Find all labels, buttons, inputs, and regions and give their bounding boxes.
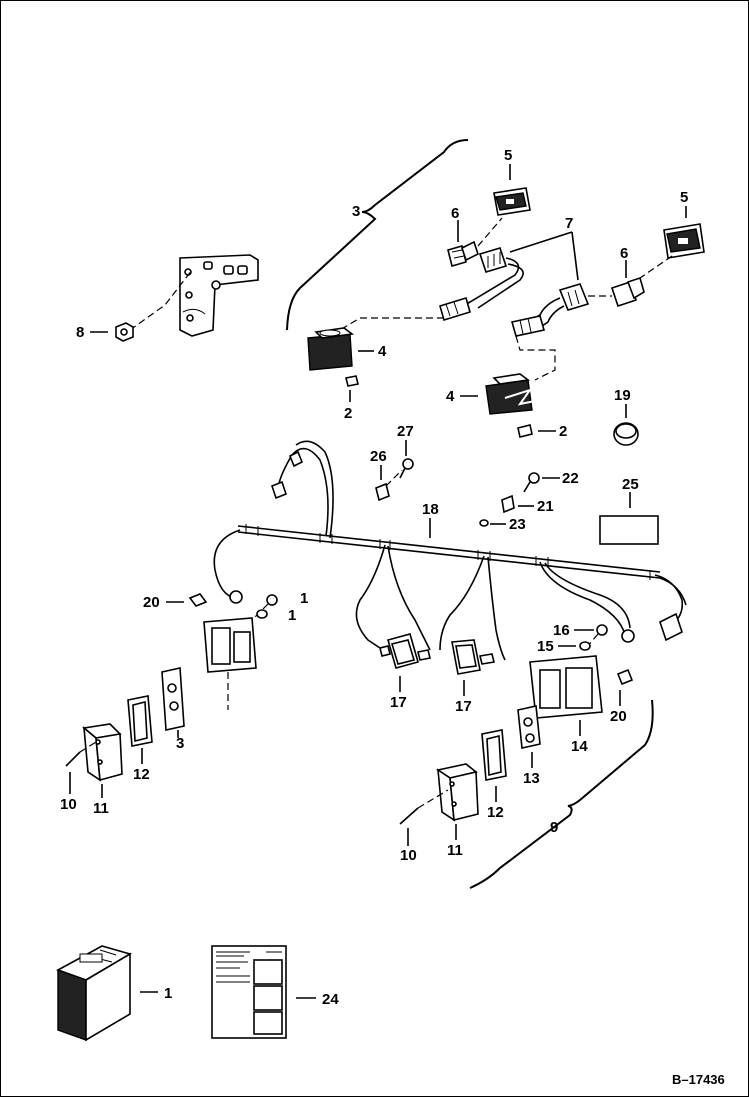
bracket-plate [179, 254, 259, 337]
callout-12-left: 12 [133, 766, 150, 783]
part-8-nut [115, 322, 134, 342]
part-4-flasher-left [307, 327, 355, 371]
callout-27: 27 [397, 423, 414, 440]
callout-13-left: 3 [176, 735, 184, 752]
part-20-bulb-left [188, 593, 208, 607]
part-12-gasket-right [481, 729, 507, 781]
callout-12-right: 12 [487, 804, 504, 821]
part-6-plug-left [447, 240, 479, 267]
callout-11-right: 11 [447, 842, 463, 859]
callout-23: 23 [509, 516, 526, 533]
part-1-washer-left [256, 609, 268, 619]
callout-3: 3 [352, 203, 360, 220]
part-19-grommet [613, 422, 639, 446]
callout-4-lower: 4 [446, 388, 455, 405]
callout-1-lower: 1 [288, 607, 296, 624]
callout-25: 25 [622, 476, 639, 493]
callout-11-left: 11 [93, 800, 109, 817]
callout-2-upper: 2 [344, 405, 352, 422]
callout-7: 7 [565, 215, 573, 232]
callout-10-left: 10 [60, 796, 77, 813]
callout-21: 21 [537, 498, 554, 515]
callout-5-left: 5 [504, 147, 512, 164]
drawing-reference-number: B–17436 [672, 1072, 725, 1087]
callout-5-right: 5 [680, 189, 688, 206]
part-21-clamp [501, 494, 515, 514]
part-14-housing-right [529, 655, 603, 719]
callout-labels: 5 5 3 6 7 6 8 4 2 4 2 19 27 26 22 25 21 … [60, 147, 725, 1087]
part-26-clamp [375, 482, 390, 502]
part-5-lamp-right [663, 223, 705, 259]
part-14-housing-left [203, 617, 257, 673]
part-4-flasher-right [485, 373, 541, 415]
callout-1-upper: 1 [300, 590, 308, 607]
part-6-plug-right [610, 276, 645, 308]
callout-10-right: 10 [400, 847, 417, 864]
part-2-bulb-lower [517, 424, 533, 438]
callout-6-left: 6 [451, 205, 459, 222]
callout-18: 18 [422, 501, 439, 518]
part-11-lens-right [435, 763, 479, 822]
part-20-bulb-right [616, 668, 634, 686]
leader-lines [69, 164, 687, 999]
part-25-decal [599, 515, 659, 545]
callout-6-right: 6 [620, 245, 628, 262]
part-10-screw-left [65, 741, 97, 767]
callout-8: 8 [76, 324, 84, 341]
callout-9: 9 [550, 819, 558, 836]
part-7-connector-right [558, 283, 590, 311]
callout-2-lower: 2 [559, 423, 567, 440]
part-7-connector-left [478, 247, 508, 273]
part-13-socket-left [161, 667, 185, 731]
callout-1-kit: 1 [164, 985, 172, 1002]
callout-17-left: 17 [390, 694, 407, 711]
callout-20-left: 20 [143, 594, 160, 611]
part-17-lamp-right [451, 639, 495, 675]
part-12-gasket-left [127, 695, 153, 747]
part-24-instructions-sheet [211, 945, 287, 1039]
callout-24: 24 [322, 991, 339, 1008]
part-13-socket-right [517, 705, 541, 749]
callout-26: 26 [370, 448, 387, 465]
brace-3 [286, 139, 469, 331]
brace-9 [469, 699, 654, 889]
part-27-screw [399, 458, 414, 479]
callout-22: 22 [562, 470, 579, 487]
callout-17-right: 17 [455, 698, 472, 715]
callout-14: 14 [571, 738, 588, 755]
callout-4-upper: 4 [378, 343, 387, 360]
callout-15: 15 [537, 638, 554, 655]
part-11-lens-left [82, 723, 123, 782]
part-2-bulb-upper [345, 375, 359, 387]
part-1-kit-box [56, 945, 133, 1042]
part-15-washer-right [579, 641, 591, 651]
callout-19: 19 [614, 387, 631, 404]
callout-20-right: 20 [610, 708, 627, 725]
part-5-lamp-left [493, 187, 531, 216]
part-10-screw-right [399, 789, 449, 825]
part-18-harness [213, 440, 687, 661]
callout-13-right: 13 [523, 770, 540, 787]
part-22-screw [523, 472, 540, 493]
part-17-lamp-left [379, 633, 431, 669]
callout-16: 16 [553, 622, 570, 639]
part-23-nut [479, 519, 489, 527]
